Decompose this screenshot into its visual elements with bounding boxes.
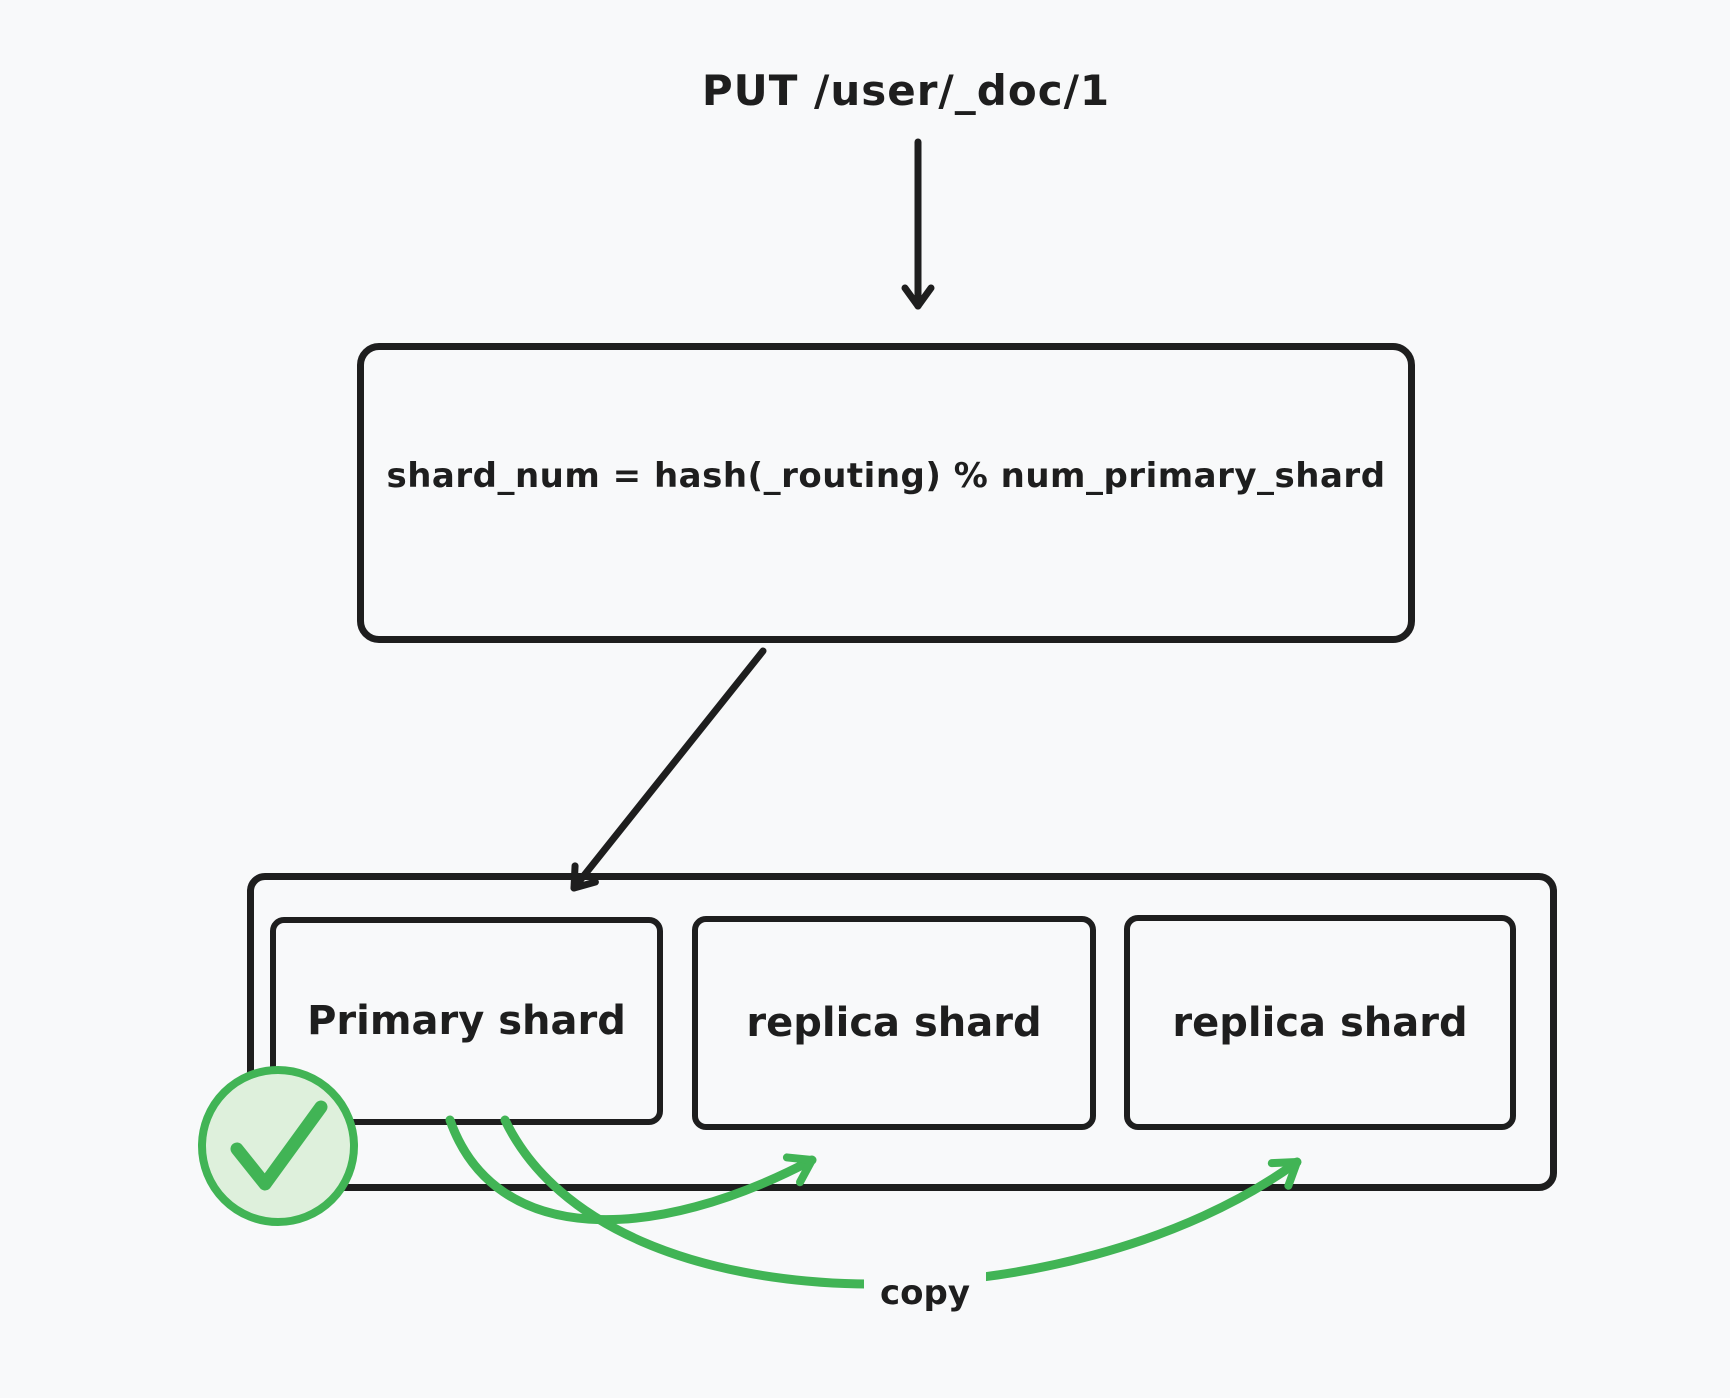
primary-shard-box: Primary shard <box>270 917 663 1125</box>
arrow-down-left-icon <box>570 647 767 892</box>
copy-label: copy <box>863 1271 987 1315</box>
primary-shard-label: Primary shard <box>307 998 626 1044</box>
put-request-label: PUT /user/_doc/1 <box>701 66 1111 115</box>
formula-text: shard_num = hash(_routing) % num_primary… <box>386 456 1386 496</box>
replica-shard-label-2: replica shard <box>1172 999 1468 1046</box>
replica-shard-box-2: replica shard <box>1124 915 1516 1130</box>
replica-shard-label-1: replica shard <box>746 1000 1042 1046</box>
formula-box: shard_num = hash(_routing) % num_primary… <box>357 343 1415 643</box>
replica-shard-box-1: replica shard <box>692 916 1096 1130</box>
